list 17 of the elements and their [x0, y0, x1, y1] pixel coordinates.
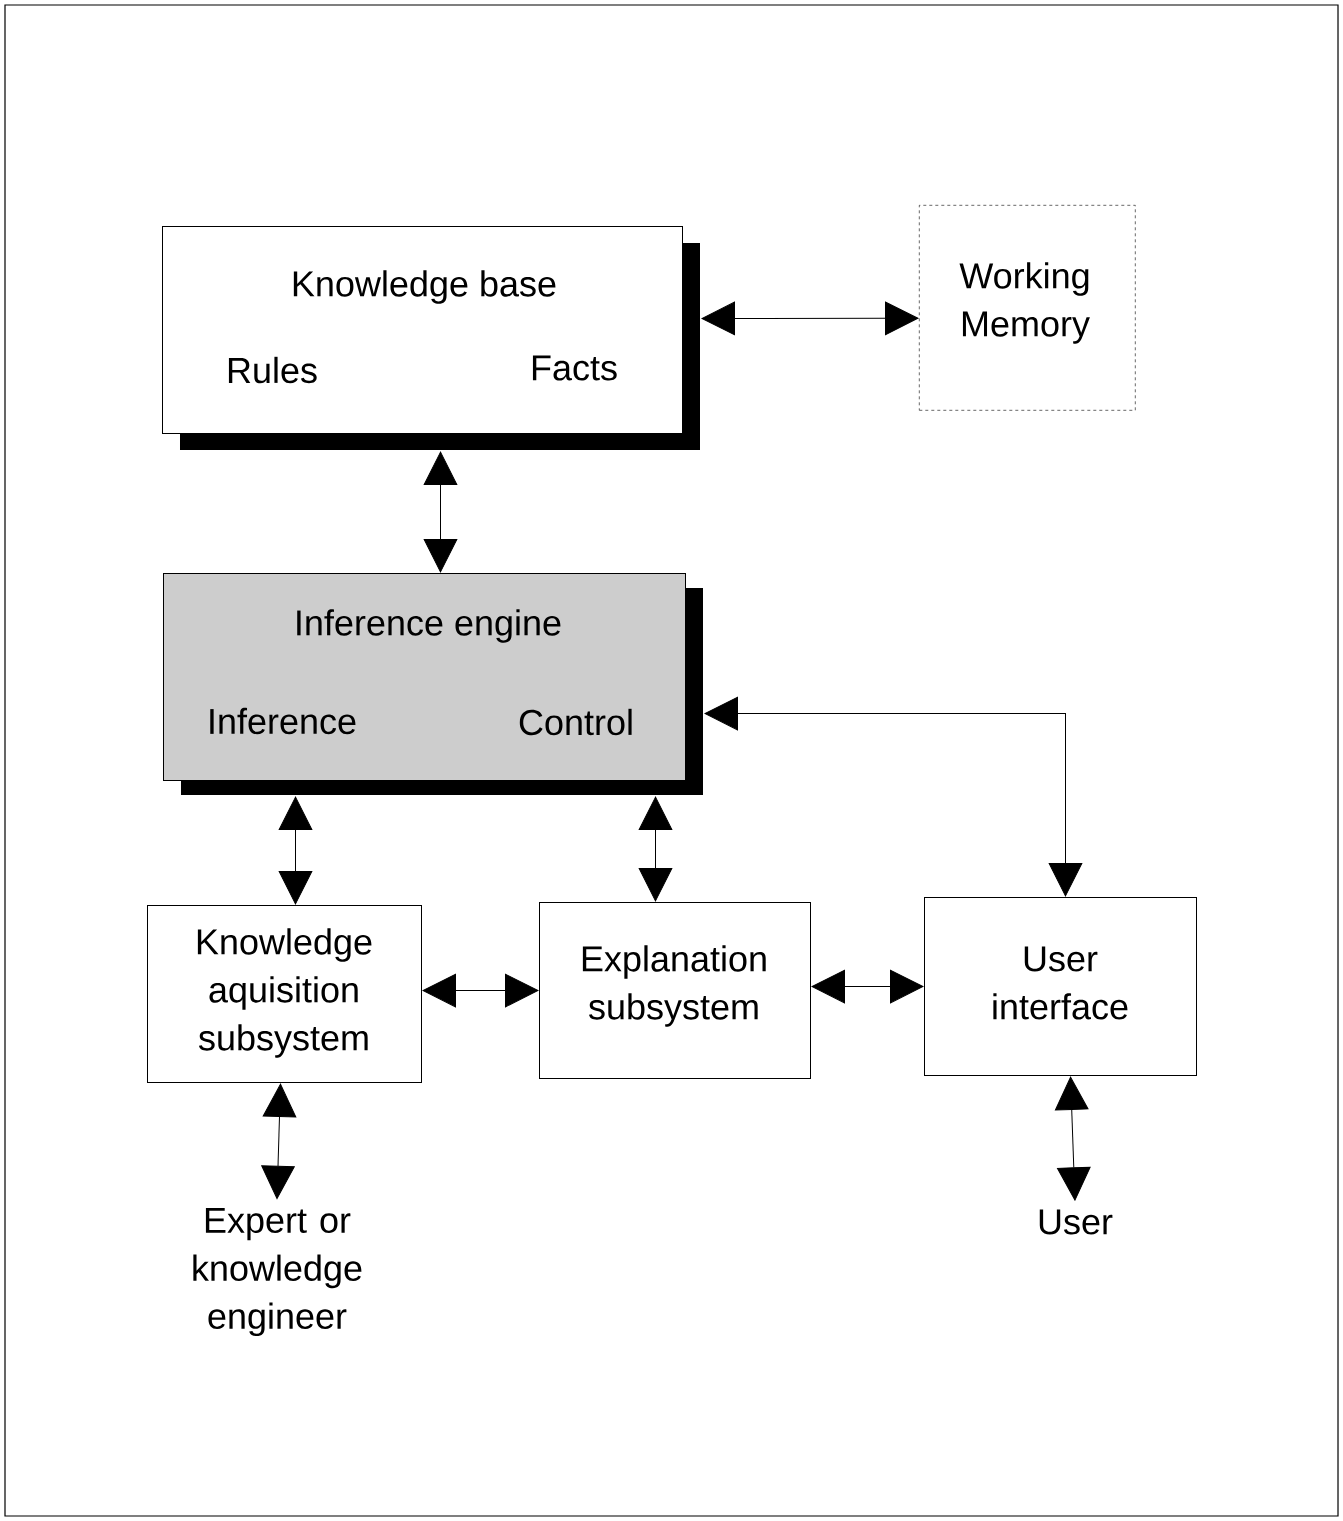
double-arrow [422, 973, 539, 1008]
knowledge-base-box: Knowledge base Rules Facts [162, 226, 700, 450]
double-arrow [704, 696, 1083, 897]
double-arrow [811, 969, 924, 1004]
double-arrow [638, 796, 673, 902]
double-arrow [1054, 1076, 1091, 1201]
double-arrow [278, 796, 313, 905]
working-memory-box: Working Memory [919, 205, 1136, 411]
double-arrow [423, 451, 458, 573]
subsystem-box: Knowledge aquisition subsystem [147, 905, 422, 1083]
double-arrow [261, 1083, 297, 1200]
actor-label: Expert or knowledge engineer [193, 1207, 362, 1337]
subsystem-box: Explanation subsystem [539, 902, 811, 1079]
user-interface-box: User interface [924, 897, 1197, 1076]
actor-label: User [1039, 1209, 1113, 1235]
inference-engine-box: Inference engine Inference Control [163, 573, 703, 795]
double-arrow [701, 301, 919, 336]
